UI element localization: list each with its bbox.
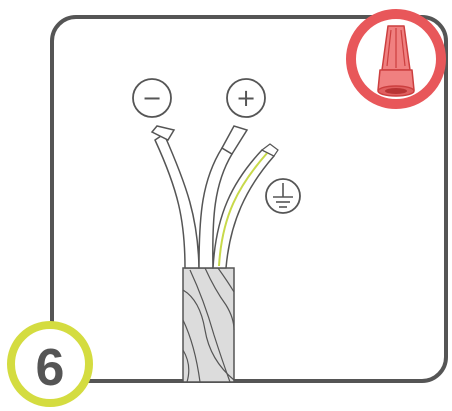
wire-nut-icon (377, 25, 415, 97)
ground-symbol-icon (265, 178, 301, 214)
positive-wire (198, 125, 249, 269)
negative-terminal-symbol: − (132, 78, 172, 118)
step-number: 6 (36, 339, 65, 397)
negative-wire (150, 125, 200, 269)
negative-terminal-label: − (142, 84, 162, 112)
step-number-badge: 6 (7, 321, 93, 407)
positive-terminal-label: + (236, 84, 256, 112)
positive-terminal-symbol: + (226, 78, 266, 118)
wire-nut-badge (346, 9, 446, 109)
ground-wire (212, 143, 279, 269)
cable-sheath (182, 267, 235, 383)
